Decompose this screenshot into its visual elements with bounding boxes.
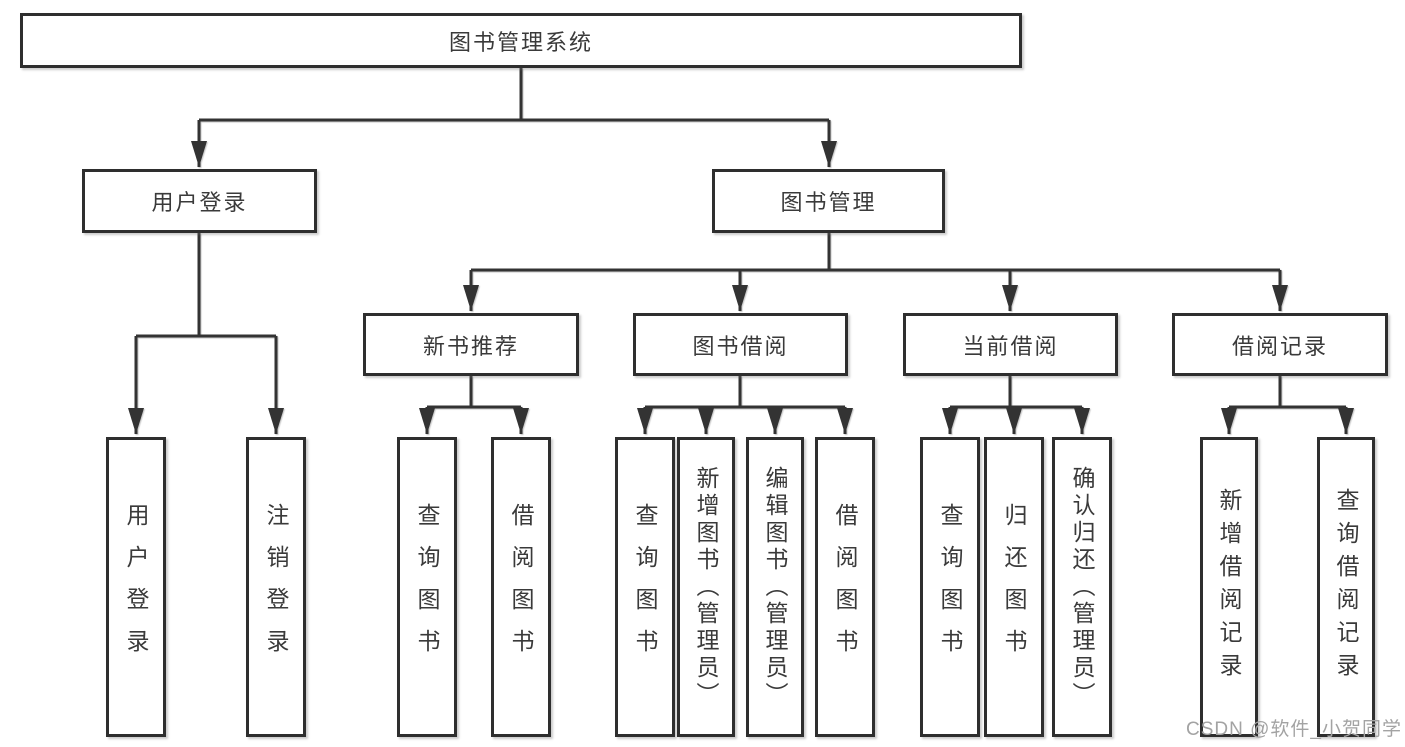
leaf-query-books-recommend: 查询图书 [397,437,457,737]
leaf-query-borrow-record: 查询借阅记录 [1317,437,1375,737]
node-borrowing-records: 借阅记录 [1172,313,1388,376]
leaf-confirm-return-admin: 确认归还（管理员） [1052,437,1112,737]
node-current-borrowing: 当前借阅 [903,313,1118,376]
leaf-logout: 注销登录 [246,437,306,737]
leaf-query-books-current: 查询图书 [920,437,980,737]
leaf-borrow-books-borrowing: 借阅图书 [815,437,875,737]
node-new-book-recommend: 新书推荐 [363,313,579,376]
leaf-add-borrow-record: 新增借阅记录 [1200,437,1258,737]
leaf-query-books-borrowing: 查询图书 [615,437,675,737]
node-book-borrowing: 图书借阅 [633,313,848,376]
leaf-return-book: 归还图书 [984,437,1044,737]
leaf-user-login: 用户登录 [106,437,166,737]
node-user-login: 用户登录 [82,169,317,233]
leaf-edit-book-admin: 编辑图书（管理员） [746,437,804,737]
node-library-management-system: 图书管理系统 [20,13,1022,68]
node-book-management: 图书管理 [712,169,945,233]
leaf-borrow-books-recommend: 借阅图书 [491,437,551,737]
leaf-add-book-admin: 新增图书（管理员） [677,437,735,737]
csdn-watermark: CSDN @软件_小贺同学 [1186,719,1402,740]
